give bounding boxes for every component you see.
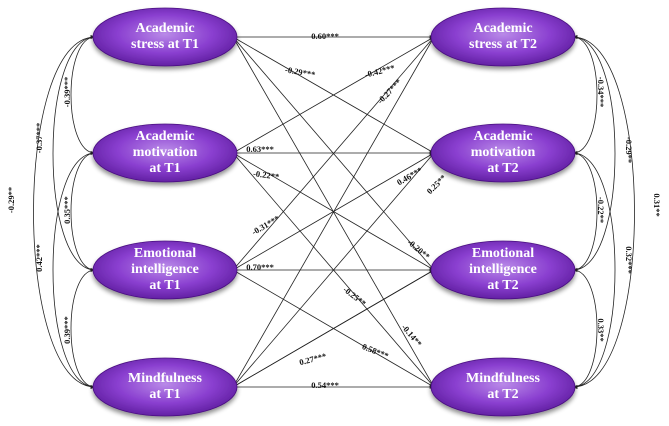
node-ellipse-ei1	[92, 240, 238, 300]
path-coef-ei1-as2: -0.31***	[250, 213, 281, 237]
corr-t1-coef-am1-ei1: 0.35***	[62, 196, 72, 224]
node-label-ei2-2: at T2	[487, 278, 518, 293]
node-label-ei1-2: at T1	[149, 278, 180, 293]
node-ellipse-ei2	[430, 240, 576, 300]
node-label-as2-0: Academic	[473, 21, 532, 36]
corr-t1-coef-as1-ei1: -0.37***	[34, 123, 44, 153]
node-ellipse-as2	[430, 7, 576, 67]
node-label-ei2-0: Emotional	[472, 246, 534, 261]
path-coef-ei1-am2: 0.46***	[395, 165, 424, 187]
node-label-ei1-1: intelligence	[131, 262, 199, 277]
corr-t2-coef-as2-mf2: -0.22**	[596, 197, 606, 223]
path-coef-mf1-am2: 0.25**	[424, 172, 448, 196]
corr-t2-as2-ei2	[572, 35, 616, 272]
path-coef-as1-mf2: -0.25**	[341, 284, 368, 308]
path-coef-mf1-ei2: 0.27***	[298, 351, 327, 367]
node-label-am1-1: motivation	[133, 145, 198, 160]
node-label-mf2-0: Mindfulness	[466, 371, 540, 386]
corr-t2-as2-mf2	[572, 35, 635, 389]
path-coef-am1-am2: 0.63***	[246, 144, 274, 154]
node-label-am1-2: at T1	[149, 161, 180, 176]
corr-t1-coef-as1-mf1: -0.29**	[6, 187, 16, 213]
corr-t1-coef-am1-mf1: 0.42***	[34, 244, 44, 272]
corr-t2-am2-mf2	[572, 151, 616, 389]
corr-t2-coef-as2-am2: -0.34***	[596, 77, 606, 107]
node-label-as1-1: stress at T1	[131, 37, 199, 52]
node-label-am2-0: Academic	[473, 129, 532, 144]
corr-t1-coef-as1-am1: -0.39***	[62, 77, 72, 107]
path-am1-to-as2	[232, 36, 435, 154]
edges-layer	[33, 35, 635, 389]
node-ellipse-mf2	[430, 357, 576, 417]
path-mf1-to-as2	[232, 36, 435, 388]
path-coef-am1-mf2: -0.14**	[400, 322, 425, 349]
path-coef-am1-ei2: -0.22**	[252, 168, 279, 182]
path-coef-mf1-mf2: 0.54***	[311, 380, 339, 390]
path-coef-mf1-as2: -0.27***	[375, 77, 403, 106]
node-label-mf2-1: at T2	[487, 387, 518, 402]
node-ellipse-am1	[92, 123, 238, 183]
node-label-am2-2: at T2	[487, 161, 518, 176]
path-coef-ei1-ei2: 0.70***	[246, 262, 274, 272]
corr-t1-as1-mf1	[33, 35, 96, 389]
path-coef-as1-am2: -0.29***	[284, 64, 316, 79]
node-label-mf1-1: at T1	[149, 387, 180, 402]
corr-t2-coef-am2-mf2: 0.33**	[596, 318, 606, 341]
corr-t1-as1-ei1	[52, 35, 96, 272]
path-coef-as1-as2: 0.60***	[311, 31, 339, 41]
corr-t2-am2-ei2	[572, 151, 598, 272]
path-coef-ei1-mf2: 0.58***	[361, 341, 390, 361]
node-label-am1-0: Academic	[135, 129, 194, 144]
path-coef-am1-as2: -0.42***	[364, 62, 396, 79]
node-ellipse-as1	[92, 7, 238, 67]
path-coef-mf1-ei2: -0.20**	[405, 237, 432, 262]
corr-t2-coef-am2-ei2: 0.32***	[624, 246, 634, 274]
corr-t2-coef-as2-ei2: -0.29**	[624, 137, 634, 163]
node-ellipse-mf1	[92, 357, 238, 417]
corr-t1-ei1-mf1	[70, 268, 96, 389]
path-ei1-to-as2	[232, 36, 435, 271]
node-label-ei2-1: intelligence	[469, 262, 537, 277]
corr-t1-am1-mf1	[52, 151, 96, 389]
corr-t1-as1-am1	[70, 35, 96, 155]
node-ellipse-am2	[430, 123, 576, 183]
node-label-am2-1: motivation	[471, 145, 536, 160]
node-label-as2-1: stress at T2	[469, 37, 537, 52]
corr-t1-am1-ei1	[70, 151, 96, 272]
path-mf1-to-am2	[232, 152, 435, 388]
corr-t2-ei2-mf2	[572, 268, 598, 389]
corr-t2-coef-ei2-mf2: 0.31**	[652, 193, 662, 216]
corr-t2-as2-am2	[572, 35, 598, 155]
node-label-ei1-0: Emotional	[134, 246, 196, 261]
node-label-as1-0: Academic	[135, 21, 194, 36]
node-label-mf1-0: Mindfulness	[128, 371, 202, 386]
path-mf1-to-ei2	[232, 269, 435, 388]
corr-t1-coef-ei1-mf1: 0.39***	[62, 316, 72, 344]
